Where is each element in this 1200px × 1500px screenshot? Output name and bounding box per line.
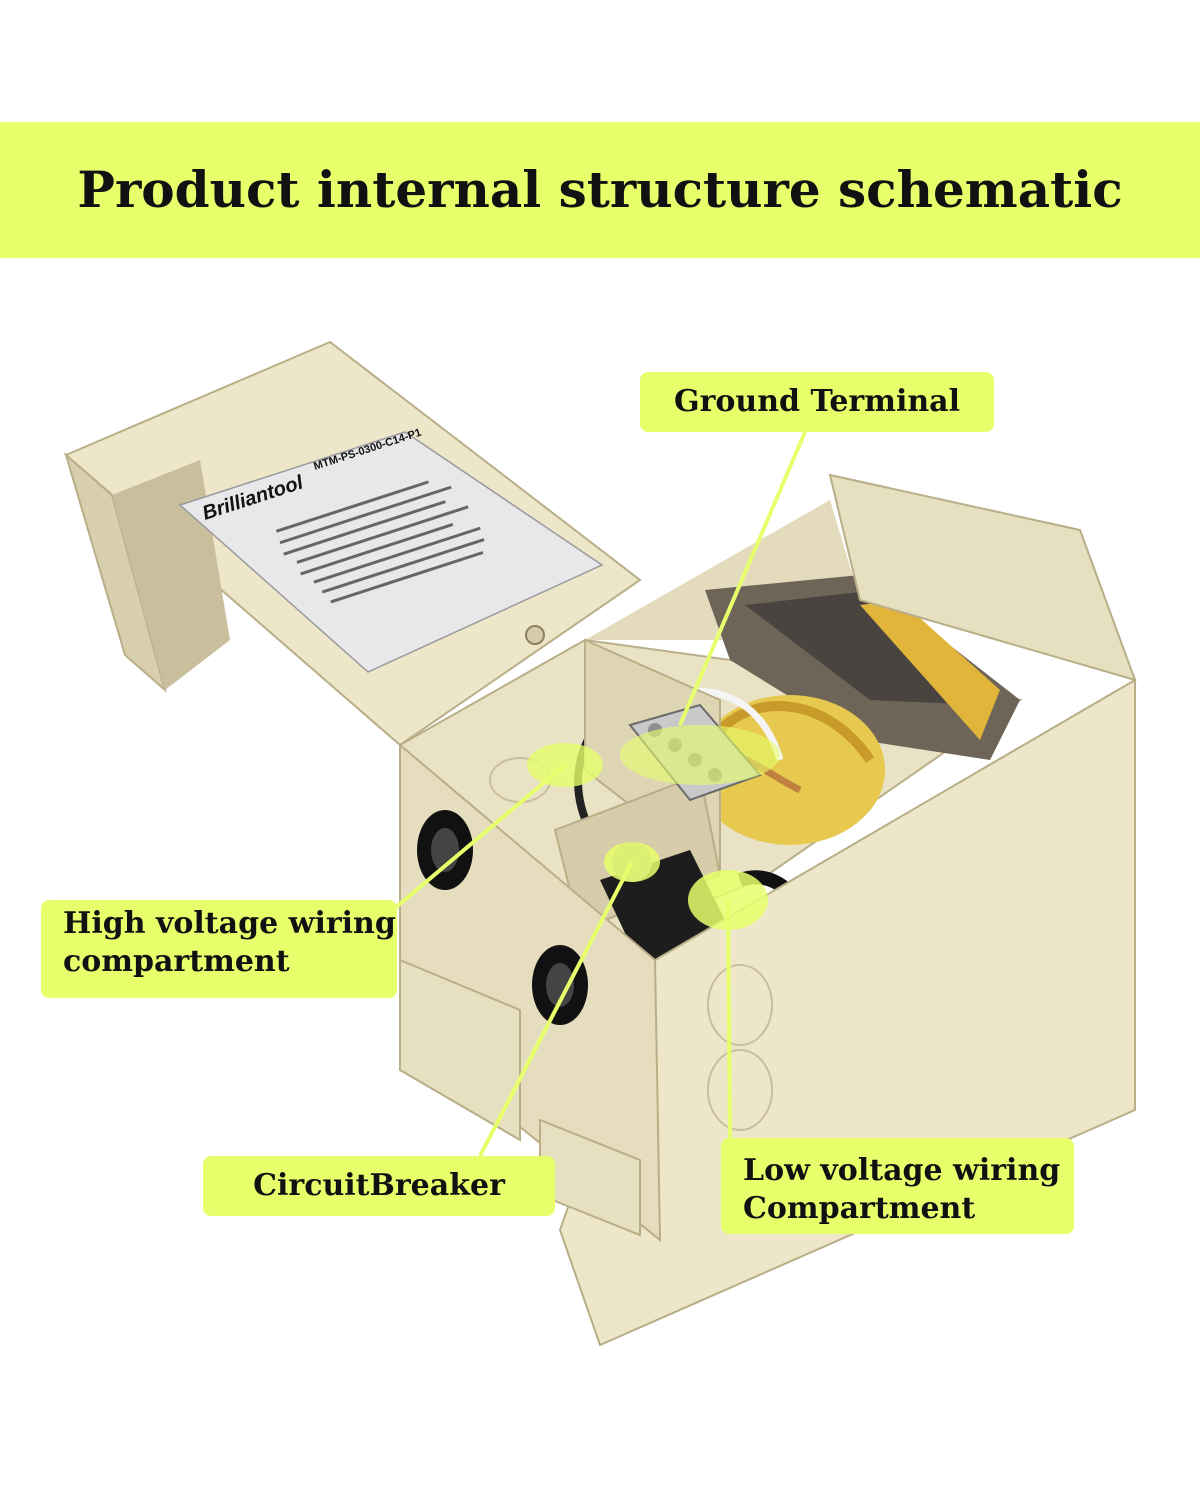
callout-circuit-breaker: CircuitBreaker <box>203 1156 555 1216</box>
header-banner: Product internal structure schematic <box>0 122 1200 258</box>
callout-low-voltage-compartment: Low voltage wiring Compartment <box>721 1138 1074 1234</box>
label-text-lines <box>275 480 485 604</box>
lid-screw <box>525 625 545 645</box>
callout-low-voltage-line1: Low voltage wiring <box>743 1153 1061 1188</box>
page-title: Product internal structure schematic <box>77 160 1123 219</box>
callout-ground-terminal-text: Ground Terminal <box>673 384 961 419</box>
callout-ground-terminal: Ground Terminal <box>640 372 994 432</box>
product-label-plate <box>178 431 604 673</box>
enclosure-lid: Brilliantool MTM-PS-0300-C14-P1 <box>64 340 642 747</box>
callout-circuit-breaker-text: CircuitBreaker <box>253 1168 505 1203</box>
callout-high-voltage-line2: compartment <box>63 944 290 979</box>
callout-low-voltage-line2: Compartment <box>743 1191 976 1226</box>
callout-high-voltage-compartment: High voltage wiring compartment <box>41 900 397 998</box>
callout-leader-lines <box>393 431 807 1157</box>
enclosure-box <box>398 473 1137 1347</box>
callout-high-voltage-line1: High voltage wiring <box>63 906 396 941</box>
